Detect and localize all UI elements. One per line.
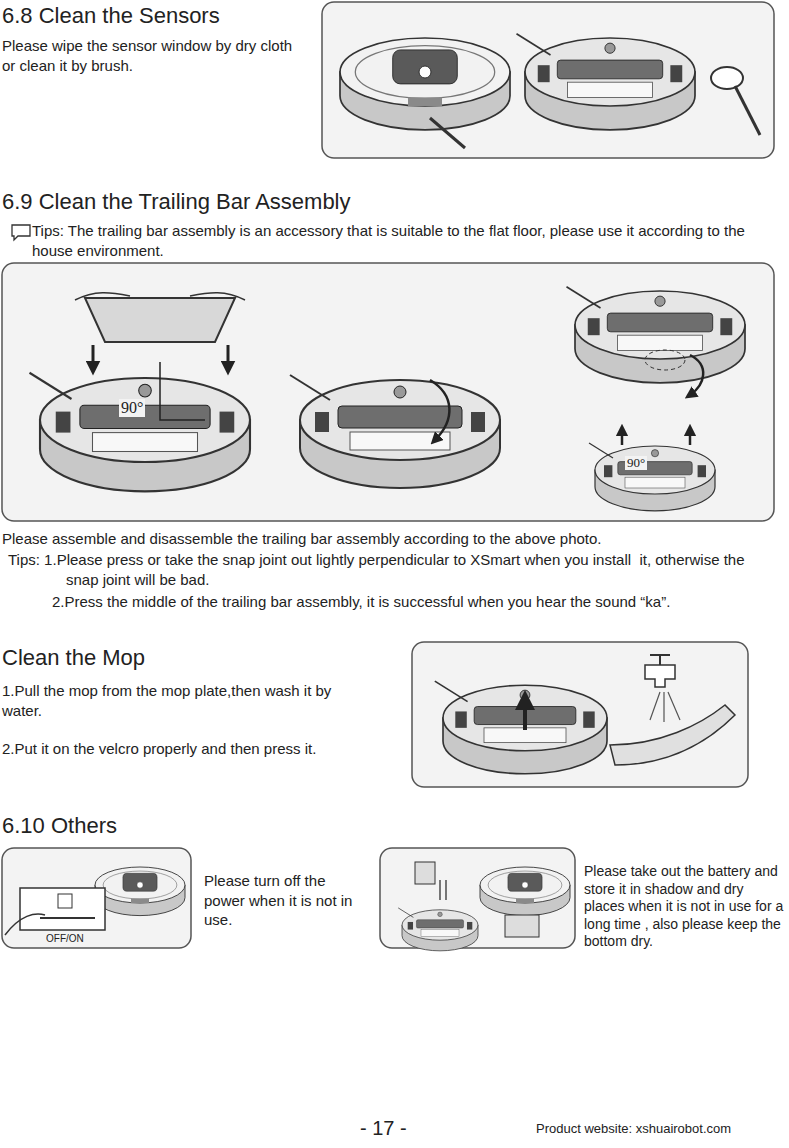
figure-panel: [2, 848, 191, 948]
trailing-bar: [85, 298, 235, 342]
angle-mark: [160, 362, 205, 420]
angle-label: 90°: [119, 399, 145, 417]
up-arrow: [621, 430, 624, 445]
section-heading: Clean the Mop: [2, 644, 145, 673]
footer-text: Product website: xshuairobot.com: [536, 1121, 731, 1138]
body-text: 1.Pull the mop from the mop plate,then w…: [2, 681, 362, 722]
down-arrow: [92, 345, 95, 368]
snap-circle: [645, 350, 685, 370]
hand: [5, 914, 45, 935]
tip-text: Tips: The trailing bar assembly is an ac…: [32, 221, 752, 260]
battery: [505, 915, 539, 937]
tip-text: Tips: 1.Please press or take the snap jo…: [8, 550, 748, 589]
robot-figure: [95, 867, 185, 916]
robot-figure: [589, 443, 715, 511]
section-heading: 6.10 Others: [2, 812, 117, 841]
faucet: [645, 665, 675, 687]
body-text: Please take out the battery and store it…: [584, 863, 786, 951]
insert-arrows: [440, 880, 446, 900]
switch-rocker: [40, 917, 95, 919]
press-arrow: [430, 380, 449, 440]
faucet-handle: [650, 655, 670, 665]
mop-pad: [610, 705, 735, 765]
body-text: Please assemble and disassemble the trai…: [2, 529, 602, 549]
switch-plate: [20, 888, 105, 930]
robot-figure: [290, 375, 500, 488]
water: [650, 692, 680, 722]
robot-figure: [517, 34, 696, 130]
hands: [75, 293, 245, 300]
switch-label: OFF/ON: [44, 933, 86, 944]
brush-head: [711, 67, 743, 89]
section-heading: 6.8 Clean the Sensors: [2, 2, 220, 31]
switch-icon: [58, 894, 72, 908]
robot-figure: [480, 867, 570, 916]
pull-arrow: [523, 700, 527, 730]
figure-panel: [412, 642, 748, 787]
robot-figure: [340, 38, 510, 130]
angle-label: 90°: [625, 456, 647, 470]
body-text: 2.Put it on the velcro properly and then…: [2, 739, 402, 759]
cloth-stick: [430, 118, 465, 148]
figure-panel: [322, 2, 774, 158]
robot-figure: [398, 908, 478, 951]
section-heading: 6.9 Clean the Trailing Bar Assembly: [2, 188, 351, 217]
body-text: Please wipe the sensor window by dry clo…: [2, 36, 302, 75]
tip-text: 2.Press the middle of the trailing bar a…: [52, 592, 670, 612]
page-number: - 17 -: [360, 1115, 407, 1141]
robot-figure: [435, 681, 607, 774]
figure-panel: [2, 263, 774, 521]
battery: [415, 862, 435, 884]
robot-figure: [567, 287, 746, 383]
tip-icon: [12, 225, 30, 240]
brush-stick: [735, 86, 760, 135]
robot-figure: [30, 373, 251, 492]
down-arrow: [227, 345, 230, 368]
body-text: Please turn off the power when it is not…: [204, 871, 369, 930]
release-arrow: [690, 355, 703, 395]
up-arrow: [689, 430, 692, 445]
